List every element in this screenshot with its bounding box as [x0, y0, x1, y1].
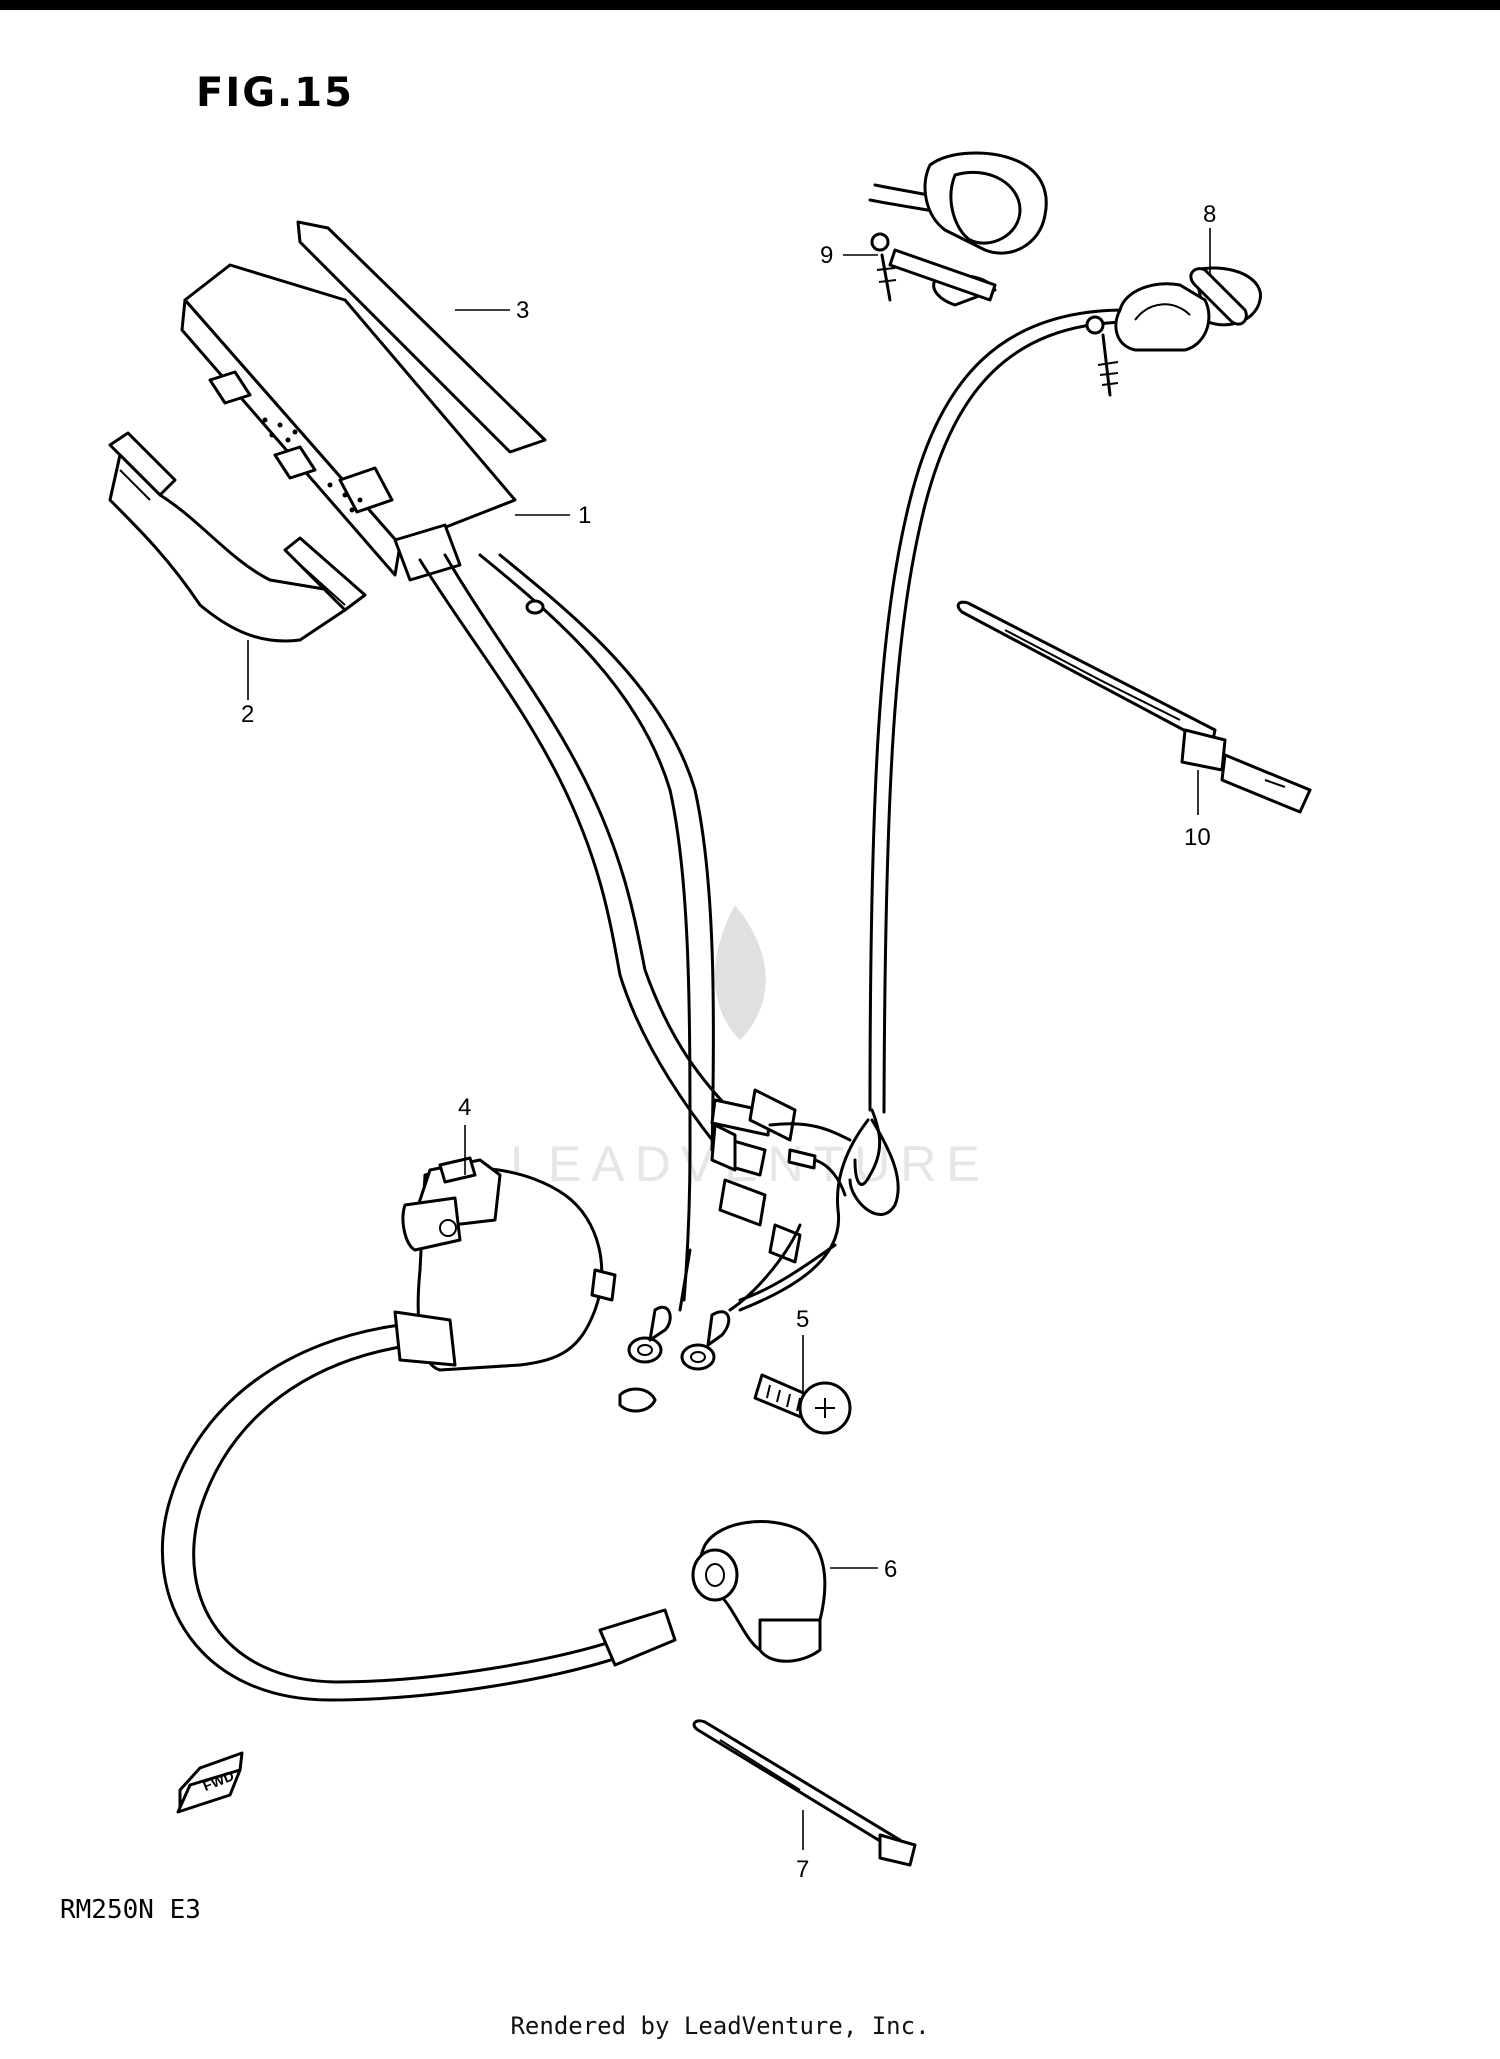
kill-switch-wire	[738, 308, 1127, 1312]
part-2-bracket	[108, 431, 367, 643]
part-4-ignition-coil	[401, 1156, 617, 1372]
figure-title: FIG.15	[196, 70, 354, 116]
part-3-plate	[296, 220, 547, 454]
callout-5: 5	[796, 1306, 809, 1333]
model-code: RM250N E3	[60, 1895, 201, 1925]
callout-1: 1	[578, 502, 591, 529]
callout-3: 3	[516, 297, 529, 324]
ring-terminals	[618, 1223, 802, 1413]
callout-2: 2	[241, 701, 254, 728]
top-border	[0, 0, 1500, 10]
watermark-logo	[714, 905, 766, 1040]
part-7-tie	[692, 1719, 917, 1867]
cdi-wiring-harness	[418, 553, 742, 1302]
part-6-plug-cap	[691, 1520, 827, 1663]
part-5-screw	[753, 1373, 852, 1435]
callout-4: 4	[458, 1094, 471, 1121]
connector-cluster	[710, 1088, 852, 1264]
callout-labels: 3 1 2 4 5 6 7 8 9 10	[241, 201, 1216, 1883]
callout-6: 6	[884, 1556, 897, 1583]
part-1-cdi-unit	[180, 263, 517, 582]
callout-7: 7	[796, 1856, 809, 1883]
fwd-arrow: FWD	[176, 1751, 244, 1814]
footer-credit: Rendered by LeadVenture, Inc.	[510, 2012, 930, 2040]
part-9-clamp	[868, 151, 1048, 307]
callout-9: 9	[820, 242, 833, 269]
part-10-cable-tie	[956, 600, 1312, 814]
leader-lines	[247, 228, 1211, 1850]
part-8-kill-switch	[1085, 266, 1262, 397]
high-tension-lead	[160, 1310, 677, 1702]
callout-10: 10	[1184, 824, 1211, 851]
callout-8: 8	[1203, 201, 1216, 228]
